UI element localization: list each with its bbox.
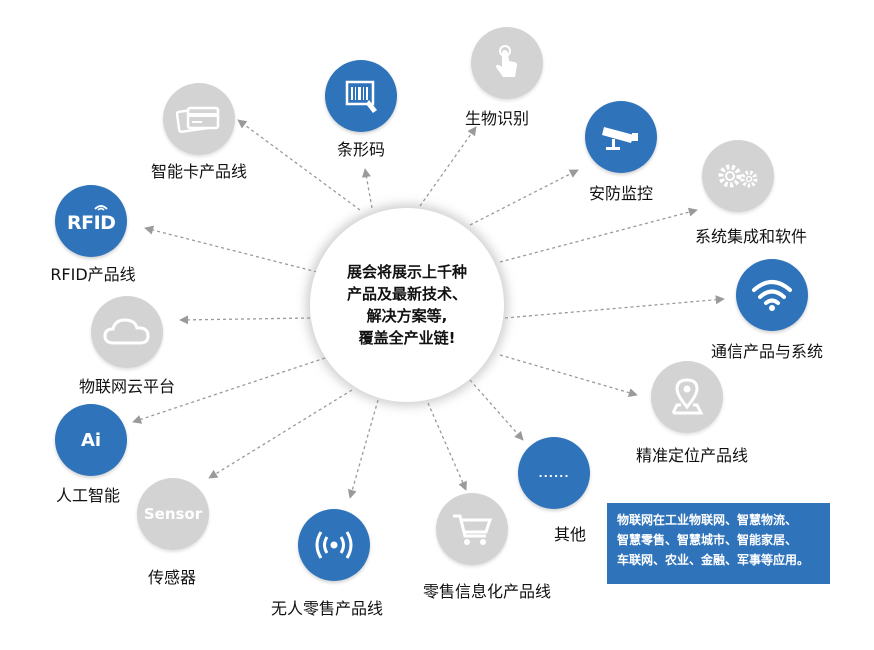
connector-arrow [499,354,638,398]
connector-arrow [237,119,361,211]
radio-wave-icon [298,509,370,581]
connector-arrow [419,126,477,207]
rfid-icon: RFID [55,185,127,257]
connector-arrow [499,207,698,263]
node-label: 通信产品与系统 [710,342,824,361]
ai-icon: Ai [55,404,127,476]
node-label: 系统集成和软件 [694,227,808,246]
node-label: 智能卡产品线 [150,162,248,181]
fingerprint-touch-icon [471,27,543,99]
note-line: 物联网在工业物联网、智慧物流、 [617,513,798,527]
connector-arrow [347,399,379,499]
connector-arrow [469,379,524,441]
connector-arrow [361,168,373,209]
ai-icon-text: Ai [80,429,102,451]
node-label: 传感器 [147,568,197,587]
node-label: 人工智能 [55,486,121,505]
node-label: 零售信息化产品线 [422,582,552,601]
hub-line: 解决方案等, [366,307,448,325]
node-label: 条形码 [336,140,386,159]
card-icon [163,83,235,155]
node-label: RFID产品线 [50,265,136,284]
note-line: 车联网、农业、金融、军事等应用。 [617,553,810,567]
hub-line: 覆盖全产业链! [358,329,456,347]
node-label: 无人零售产品线 [270,599,384,618]
connector-arrow [132,357,326,424]
node-label: 安防监控 [588,184,654,203]
gears-icon [702,140,774,212]
wifi-icon [736,259,808,331]
cloud-icon [91,296,163,368]
node-label: 物联网云平台 [78,377,176,396]
connector-arrow [469,169,579,226]
location-pin-icon [651,361,723,433]
connector-arrow [504,295,725,319]
shopping-cart-icon [436,493,508,565]
barcode-scanner-icon [325,60,397,132]
cctv-camera-icon [585,101,657,173]
note-line: 智慧零售、智慧城市、智能家居、 [617,533,798,547]
connector-arrow [427,402,467,491]
ellipsis-icon: ...... [518,437,590,509]
node-label: 生物识别 [464,109,530,128]
hub-text: 展会将展示上千种 产品及最新技术、 解决方案等, 覆盖全产业链! [347,261,467,349]
ellipsis-icon-text: ...... [538,466,570,480]
connector-arrow [179,315,311,325]
rfid-icon-text: RFID [67,212,116,234]
node-label: 精准定位产品线 [635,446,749,465]
connector-arrow [144,225,318,273]
node-label: 其他 [553,525,587,544]
application-note-box: 物联网在工业物联网、智慧物流、 智慧零售、智慧城市、智能家居、 车联网、农业、金… [607,503,830,584]
hub-circle: 展会将展示上千种 产品及最新技术、 解决方案等, 覆盖全产业链! [310,208,504,402]
connector-arrow [208,389,353,479]
sensor-icon: Sensor [137,478,209,550]
sensor-icon-text: Sensor [143,505,203,523]
hub-line: 产品及最新技术、 [346,285,467,303]
hub-line: 展会将展示上千种 [346,263,467,281]
